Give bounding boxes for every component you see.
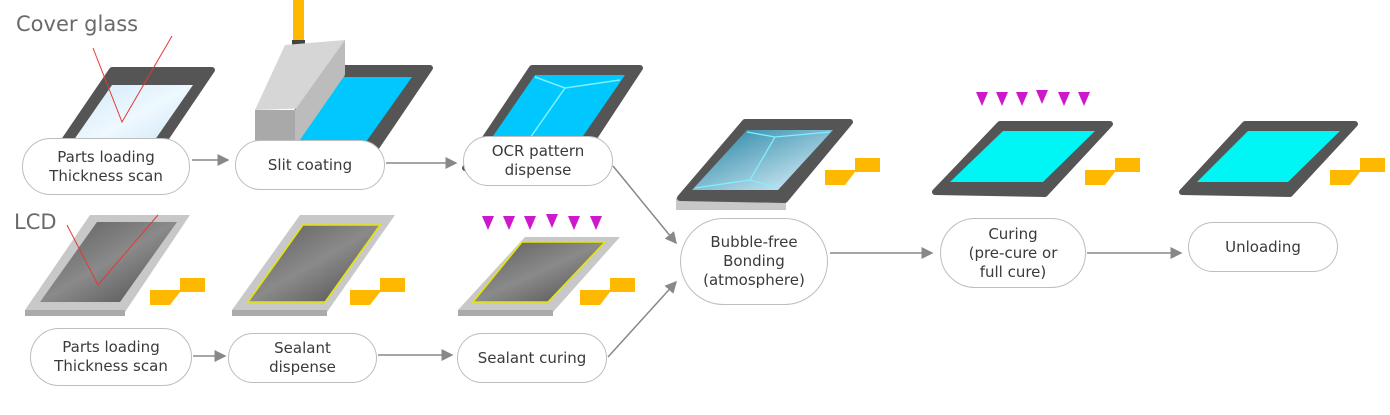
step-sealant-curing: Sealant curing xyxy=(457,333,607,383)
step-bubble-free-bonding: Bubble-free Bonding (atmosphere) xyxy=(680,218,828,305)
cover-glass-label: Cover glass xyxy=(16,12,139,36)
sealant-dispense-illustration xyxy=(232,215,405,316)
unloading-illustration xyxy=(1179,121,1385,197)
lcd-illustration xyxy=(25,214,205,316)
uv-light-icon xyxy=(482,214,602,230)
step-slit-coating: Slit coating xyxy=(235,140,385,190)
fpc-connector-icon xyxy=(1085,158,1140,185)
curing-illustration xyxy=(932,90,1140,197)
lcd-label: LCD xyxy=(14,210,57,234)
fpc-connector-icon xyxy=(825,158,880,185)
arrow xyxy=(612,165,677,245)
laser-scan-icon xyxy=(92,35,173,124)
step-sealant-dispense: Sealant dispense xyxy=(228,333,377,383)
uv-light-icon xyxy=(976,90,1090,106)
flow-arrows xyxy=(192,154,1183,362)
step-curing: Curing (pre-cure or full cure) xyxy=(940,218,1086,288)
fpc-connector-icon xyxy=(1330,158,1385,185)
fpc-connector-icon xyxy=(580,278,635,305)
laser-scan-icon xyxy=(66,214,159,286)
dispense-nozzle-icon xyxy=(293,0,304,45)
bonding-illustration xyxy=(676,119,880,210)
step-lcd-loading: Parts loading Thickness scan xyxy=(30,328,192,386)
fpc-connector-icon xyxy=(150,278,205,305)
fpc-connector-icon xyxy=(350,278,405,305)
sealant-curing-illustration xyxy=(458,214,635,316)
step-cover-glass-loading: Parts loading Thickness scan xyxy=(22,138,190,195)
arrow xyxy=(607,280,678,358)
step-unloading: Unloading xyxy=(1188,222,1338,272)
step-ocr-dispense: OCR pattern dispense xyxy=(463,136,613,186)
